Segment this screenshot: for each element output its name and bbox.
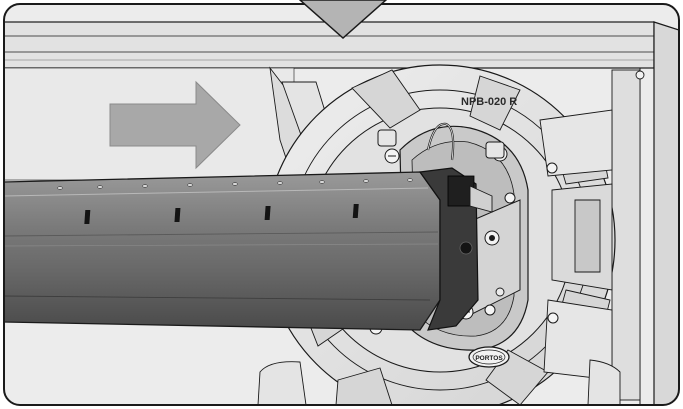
right-arrow-icon — [109, 80, 241, 170]
badge-text: PORTOS — [475, 355, 503, 362]
brand-badge: PORTOS — [468, 346, 510, 368]
roller-tube — [4, 171, 441, 331]
motor-head — [418, 167, 493, 331]
down-triangle-icon — [298, 0, 388, 40]
model-code-label: NPB-020 R — [461, 96, 517, 108]
